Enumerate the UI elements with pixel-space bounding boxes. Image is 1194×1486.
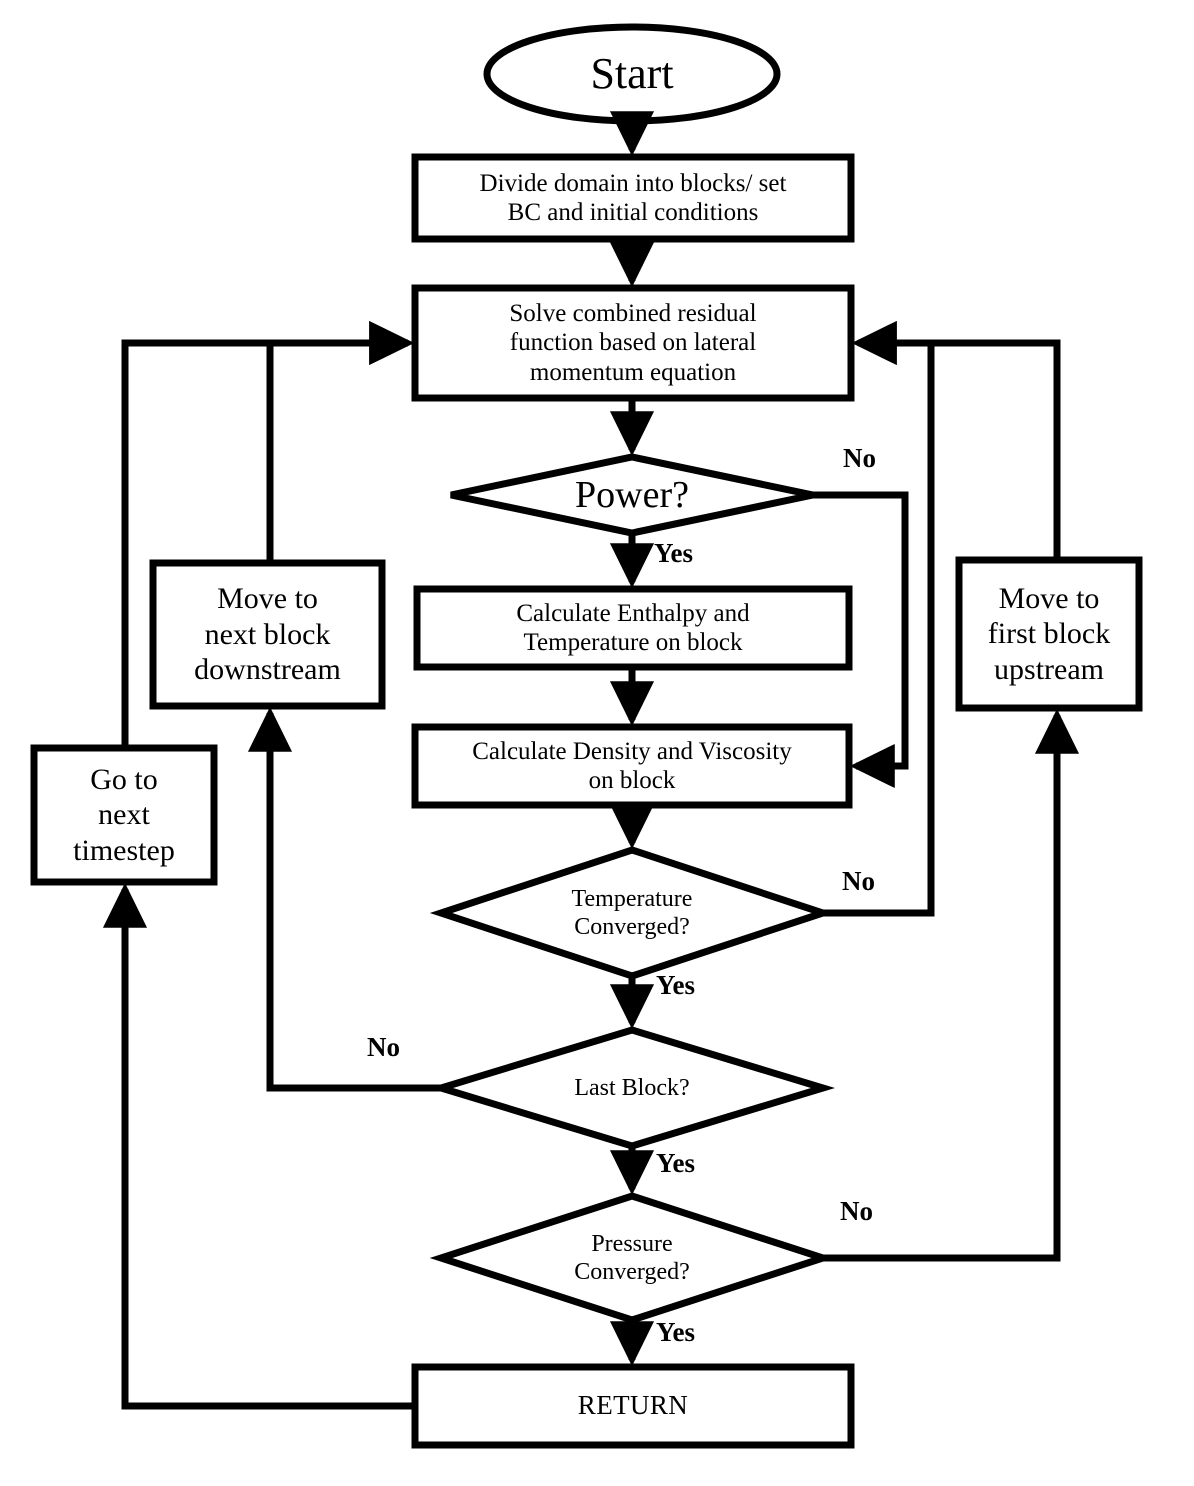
edge-return-to-nexttimestep: [102, 882, 415, 1410]
edge-label-lastblock-no: No: [367, 1032, 400, 1062]
edge-label-power-no: No: [843, 443, 876, 473]
node-calculate-enthalpy-label: Calculate Enthalpy and Temperature on bl…: [516, 599, 750, 657]
node-move-first-block-upstream[interactable]: Move to first block upstream: [959, 560, 1139, 708]
node-calculate-density[interactable]: Calculate Density and Viscosity on block: [415, 727, 849, 805]
node-pressure-converged-label: Pressure Converged?: [574, 1230, 690, 1285]
node-start[interactable]: Start: [487, 27, 777, 121]
node-divide-domain-label: Divide domain into blocks/ set BC and in…: [479, 169, 787, 227]
node-go-to-next-timestep[interactable]: Go to next timestep: [34, 748, 214, 882]
edge-power-no-to-density: [813, 491, 909, 789]
node-go-to-next-timestep-label: Go to next timestep: [73, 762, 175, 867]
shape-moveup: [955, 556, 1143, 712]
node-solve-residual[interactable]: Solve combined residual function based o…: [415, 288, 851, 398]
shape-enthalpy: [413, 585, 853, 671]
edge-label-temperature-no: No: [842, 866, 875, 896]
node-calculate-density-label: Calculate Density and Viscosity on block: [472, 737, 792, 795]
node-move-next-block-downstream[interactable]: Move to next block downstream: [153, 563, 382, 706]
node-solve-residual-label: Solve combined residual function based o…: [509, 299, 757, 386]
node-temperature-converged-label: Temperature Converged?: [571, 885, 693, 940]
node-last-block-label: Last Block?: [574, 1074, 690, 1101]
node-temperature-converged-decision[interactable]: Temperature Converged?: [492, 878, 772, 948]
edge-press-no-to-moveup: [823, 708, 1080, 1262]
edge-label-temperature-yes: Yes: [656, 970, 695, 1000]
edge-lastblock-no-movedown: [247, 706, 441, 1092]
node-divide-domain[interactable]: Divide domain into blocks/ set BC and in…: [415, 157, 851, 239]
edge-movedown-to-solve: [266, 320, 415, 563]
node-power-decision-label: Power?: [575, 473, 689, 516]
shape-solve: [411, 284, 855, 402]
node-last-block-decision[interactable]: Last Block?: [492, 1060, 772, 1116]
edge-label-power-yes: Yes: [654, 538, 693, 568]
node-return-label: RETURN: [577, 1390, 689, 1421]
edge-moveup-to-solve: [851, 320, 1061, 560]
node-return[interactable]: RETURN: [415, 1367, 851, 1445]
edge-nexttimestep-to-solve: [121, 320, 415, 748]
node-start-label: Start: [590, 49, 674, 99]
node-calculate-enthalpy[interactable]: Calculate Enthalpy and Temperature on bl…: [417, 589, 849, 667]
shape-movedown: [149, 559, 386, 710]
edge-label-pressure-yes: Yes: [656, 1317, 695, 1347]
node-move-next-block-downstream-label: Move to next block downstream: [194, 582, 341, 687]
node-move-first-block-upstream-label: Move to first block upstream: [987, 581, 1111, 686]
shape-divide: [411, 153, 855, 243]
shape-return: [411, 1363, 855, 1449]
edge-label-pressure-no: No: [840, 1196, 873, 1226]
node-power-decision[interactable]: Power?: [481, 462, 783, 528]
edge-label-lastblock-yes: Yes: [656, 1148, 695, 1178]
node-pressure-converged-decision[interactable]: Pressure Converged?: [492, 1223, 772, 1293]
